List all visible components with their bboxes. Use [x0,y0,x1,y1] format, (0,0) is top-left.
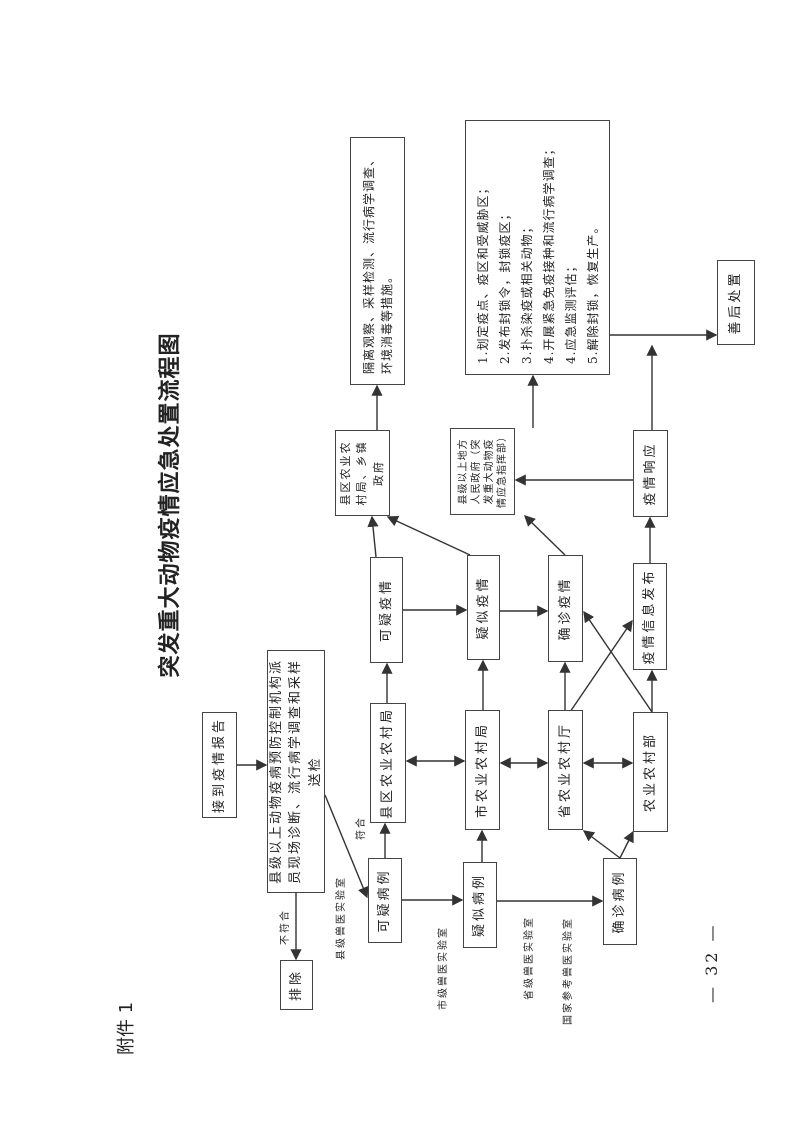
arrow-confirmed-case-to-province [582,830,621,859]
report-box: 接到疫情报告 [202,712,237,818]
arrow-province-to-release [569,619,633,713]
not-match-label: 不符合 [280,909,291,945]
arrow-probable-outbreak-to-county-gov [386,516,471,556]
county-lab-label: 县级兽医实验室 [336,876,347,960]
confirmed-outbreak-box: 确诊疫情 [548,555,583,662]
arrow-confirmed-case-to-ministry [619,830,634,859]
province-lab-label: 省级兽医实验室 [524,916,535,1000]
local-gov-box: 县级以上地方人民政府（突发重大动物疫情应急指挥部） [450,428,515,515]
match-label: 符合 [356,816,367,840]
suspect-outbreak-box: 可疑疫情 [370,557,403,663]
probable-case-box: 疑似病例 [463,862,497,948]
measure-item: 4.开展紧急免疫接种和流行病学调查； [541,142,556,364]
county-bureau-box: 县区农业农村局 [370,703,406,823]
info-release-box: 疫情信息发布 [633,563,667,670]
city-lab-label: 市级兽医实验室 [438,926,449,1010]
confirmed-case-box: 确诊病例 [603,858,637,945]
county-gov-box: 县区农业农村局、乡镇政府 [335,430,390,516]
measure-item: 2.发布封锁令，封锁疫区； [497,207,512,364]
investigate-box: 县级以上动物疫病预防控制机构派员现场诊断、流行病学调查和采样送检 [267,650,325,893]
arrow-ministry-to-confirmed-outbreak [583,610,653,713]
measure-item: 5.解除封锁，恢复生产。 [585,220,600,364]
measures-box: 1.划定疫点、疫区和受威胁区； 2.发布封锁令，封锁疫区； 3.扑杀染疫或相关动… [465,120,610,375]
response-box: 疫情响应 [633,430,668,517]
arrow-suspect-outbreak-to-county-gov [367,515,379,558]
probable-outbreak-box: 疑似疫情 [467,555,500,660]
national-lab-label: 国家参考兽医实验室 [563,917,574,1025]
measure-item: 4.应急监测评估； [563,259,578,364]
suspect-case-box: 可疑病例 [368,858,402,943]
arrow-confirmed-outbreak-to-local-gov [523,515,566,556]
measure-item: 3.扑杀染疫或相关动物； [519,220,534,364]
page-number: — 32 — [702,922,721,1003]
province-dept-box: 省农业农村厅 [548,710,583,830]
exclude-box: 排除 [280,960,313,1010]
city-bureau-box: 市农业农村局 [465,710,500,830]
isolation-box: 隔离观察、采样检测、流行病学调查、环境消毒等措施。 [350,137,405,385]
ministry-box: 农业农村部 [633,712,668,832]
measure-item: 1.划定疫点、疫区和受威胁区； [475,181,490,364]
arrow-investigate-to-suspect-case [324,794,369,899]
aftermath-box: 善后处置 [717,260,755,345]
